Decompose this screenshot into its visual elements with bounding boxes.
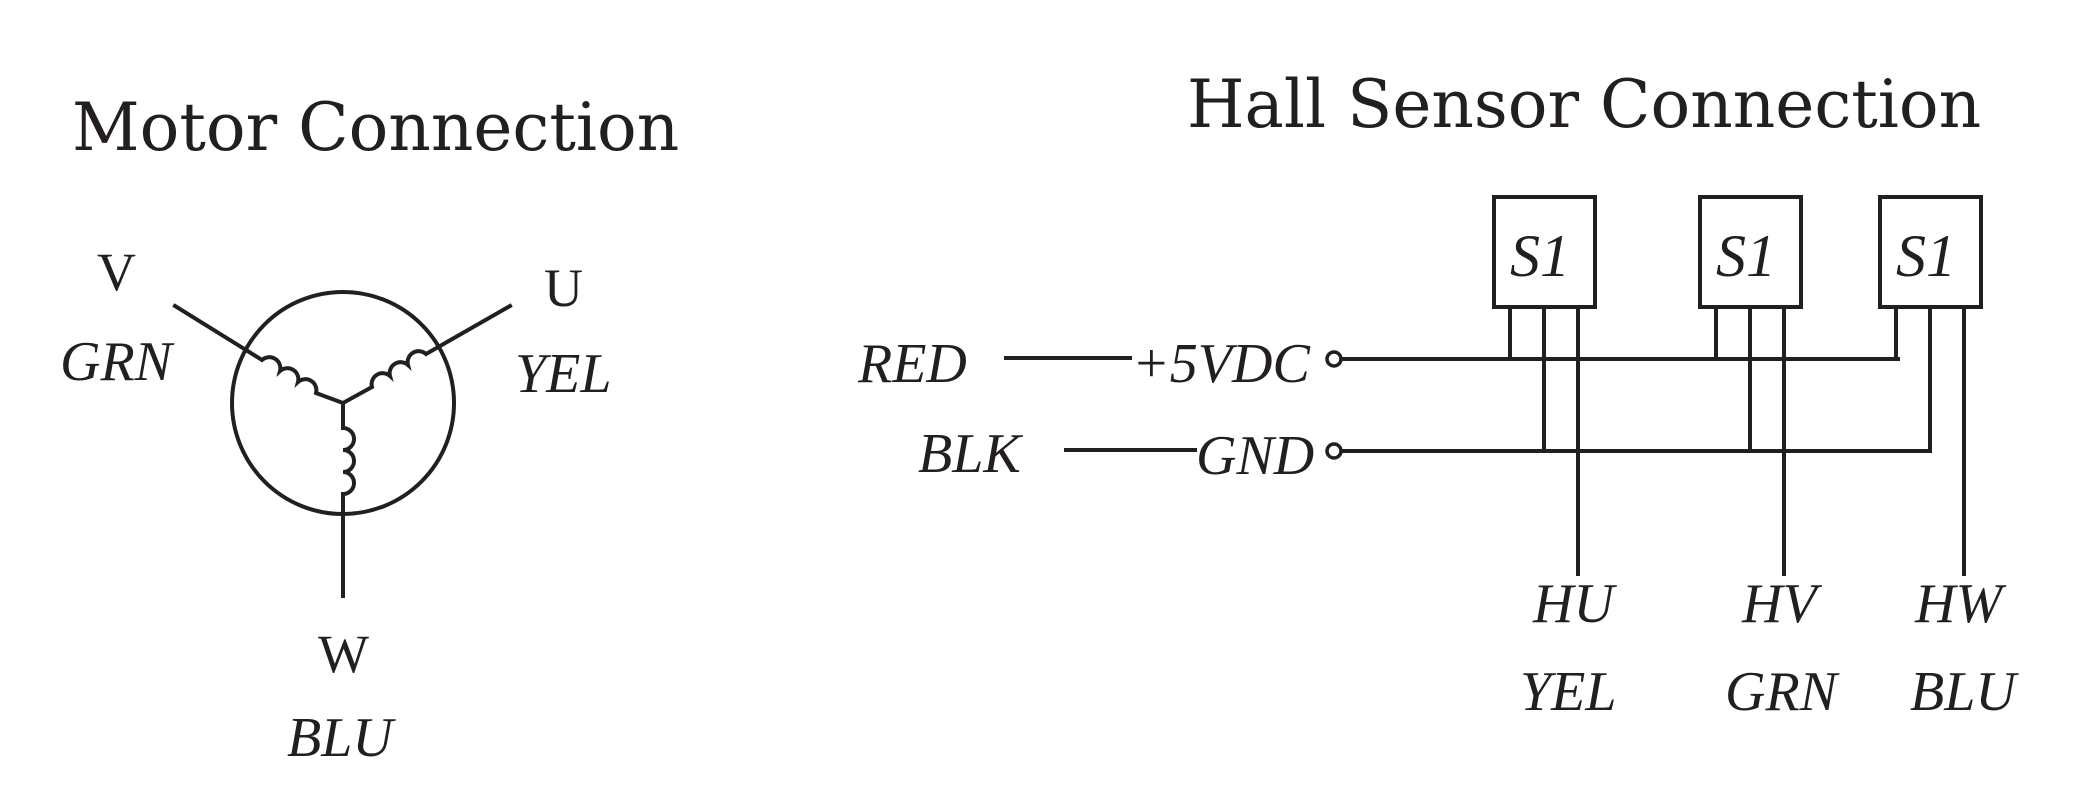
terminal-v-label: V [97, 242, 136, 302]
hall-sensor-hw: S1 HW BLU [1878, 195, 2019, 723]
power-terminal [1325, 350, 1343, 368]
motor-connection: Motor Connection V GRN U YEL W BLU [60, 89, 679, 769]
power-label: +5VDC [1132, 333, 1310, 395]
terminal-u-label: U [544, 258, 583, 318]
hall-sensor-connection: Hall Sensor Connection RED +5VDC BLK GND… [857, 66, 2019, 723]
sensor-hv-signal: HV [1741, 573, 1822, 635]
sensor-hv-chip [1698, 195, 1803, 309]
ground-terminal [1325, 442, 1343, 460]
sensor-hw-chip [1878, 195, 1983, 309]
power-wire-color: RED [857, 333, 967, 395]
sensor-hv-chip-label: S1 [1716, 223, 1776, 289]
terminal-u-color: YEL [515, 343, 612, 405]
sensor-hu-chip-label: S1 [1510, 223, 1570, 289]
hall-sensor-hv: S1 HV GRN [1698, 195, 1840, 723]
hall-title: Hall Sensor Connection [1187, 66, 1981, 143]
sensor-hw-chip-label: S1 [1896, 223, 1956, 289]
ground-label: GND [1196, 425, 1314, 487]
ground-wire-color: BLK [918, 423, 1023, 485]
terminal-v-color: GRN [60, 331, 175, 393]
terminal-w-color: BLU [287, 707, 396, 769]
winding-u [342, 344, 441, 405]
lead-v [172, 303, 249, 353]
hall-sensor-hu: S1 HU YEL [1492, 195, 1617, 723]
lead-u [437, 303, 513, 349]
sensor-hw-signal: HW [1914, 573, 2006, 635]
winding-w [341, 403, 356, 514]
winding-v [244, 348, 344, 405]
sensor-hu-chip [1492, 195, 1597, 309]
terminal-w-label: W [318, 624, 369, 684]
sensor-hv-color: GRN [1725, 661, 1840, 723]
sensor-hu-signal: HU [1532, 573, 1617, 635]
sensor-hw-color: BLU [1910, 661, 2019, 723]
motor-title: Motor Connection [72, 89, 679, 166]
sensor-hu-color: YEL [1520, 661, 1617, 723]
